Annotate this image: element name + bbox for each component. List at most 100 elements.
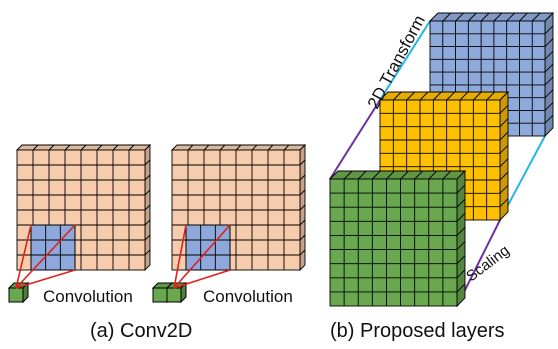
panel-a-left-output-cube-front-face [8,287,24,303]
yellow-grid-block-side-grid-line [499,185,509,194]
green-grid-block-side-grid-line [456,283,466,293]
yellow-grid-block-top-face [378,91,510,101]
green-grid-block-side-grid-line [456,198,466,208]
yellow-grid-block-side-grid-line [499,145,509,154]
scaling-connector-line [329,99,381,180]
blue-grid-block-side-grid-line [544,38,554,47]
green-grid-block-top-grid-line [386,170,395,180]
green-grid-block-top-grid-line [343,170,353,180]
yellow-grid-block-top-grid-line [419,91,429,101]
panel-a-right-input-cube-front-face [152,287,168,303]
yellow-grid-block-side-grid-line [499,198,509,207]
blue-grid-block-top-grid-line [480,12,490,22]
panel-a-left-feature-grid-side-grid-line [144,204,151,211]
panel-a-left-feature-grid-top-grid-line [112,144,119,151]
panel-a-left-feature-grid-side-grid-line [144,249,151,256]
panel-a-right-feature-grid-side-grid-line [299,204,306,211]
green-grid-block-side-grid-line [456,184,466,194]
yellow-grid-block-top-grid-line [446,91,455,101]
yellow-grid-block-top-grid-line [393,91,402,101]
panel-a-right-feature-grid-side-grid-line [299,159,306,166]
yellow-grid-block-top-grid-line [406,91,415,101]
green-grid-block-side-grid-line [456,227,466,236]
panel-a-left-feature-grid-top-grid-line [32,144,39,151]
yellow-grid-block-top-grid-line [473,91,482,101]
panel-a-right-feature-grid-side-grid-line [299,249,306,256]
green-grid-block [328,169,467,308]
yellow-grid-block [378,90,510,222]
panel-a-left-feature-grid-side-grid-line [144,219,151,226]
panel-a-left-feature-grid-side-grid-line [144,174,151,181]
panel-a-right-feature-grid-side-grid-line [299,189,306,196]
blue-grid-block-top-grid-line [506,12,515,22]
green-grid-block-top-grid-line [414,170,423,180]
green-grid-block-side-grid-line [456,269,466,279]
blue-grid-block-side-grid-line [544,51,554,60]
panel-a-left-feature-grid-top-grid-line [80,144,87,151]
blue-grid-block-top-grid-line [531,12,541,22]
panel-a-left-red-line [15,224,32,289]
blue-grid-block-side-grid-line [544,114,554,124]
green-grid-block-top-grid-line [428,170,438,180]
panel-a-right-feature-grid-top-grid-line [187,144,194,151]
panel-a-right-feature-grid-top-grid-line [251,144,258,151]
grid-blocks [7,11,555,308]
blue-grid-block-top-grid-line [519,12,528,22]
yellow-grid-block-top-grid-line [433,91,442,101]
yellow-grid-block-side-grid-line [499,158,509,167]
panel-a-right-feature-grid-top-grid-line [267,144,274,151]
panel-b-caption: (b) Proposed layers [330,320,505,342]
panel-a-left-feature-grid-top-grid-line [96,144,103,151]
yellow-grid-block-side-grid-line [499,118,509,127]
scaling-label: Scaling [463,242,513,285]
blue-grid-block-top-grid-line [455,12,464,22]
blue-grid-block-side-grid-line [544,63,554,73]
yellow-grid-block-side-grid-line [499,105,509,114]
panel-a-right-red-line [173,269,231,289]
panel-a-caption: (a) Conv2D [90,320,192,342]
panel-a-right-feature-grid-top-grid-line [235,144,242,151]
green-grid-block-top-grid-line [372,170,381,180]
blue-grid-block-side-grid-line [544,76,554,86]
panel-a-right-red-line [173,224,231,289]
yellow-grid-block-top-grid-line [486,91,495,101]
panel-a-right-output-cube-front-face [166,287,182,303]
blue-grid-block-top-grid-line [468,12,477,22]
green-grid-block-side-grid-line [456,213,466,222]
panel-a-right-red-line [173,224,187,289]
blue-grid-block-side-grid-line [544,25,554,35]
panel-a-right-feature-grid-top-grid-line [219,144,226,151]
panel-a-right-feature-grid-side-grid-line [299,219,306,226]
panel-a-left-feature-grid-top-grid-line [64,144,71,151]
panel-a-left-feature-grid-side-grid-line [144,189,151,196]
panel-a-right-feature-grid-top-grid-line [203,144,210,151]
blue-grid-block-side-grid-line [544,102,554,111]
green-grid-block-side-grid-line [456,241,466,250]
green-grid-block-top-face [328,170,467,180]
green-grid-block-side-grid-line [456,255,466,264]
blue-grid-block-side-face [544,11,554,138]
panel-a-right-feature-grid-side-grid-line [299,234,306,241]
transform-connector-line [379,20,431,101]
green-grid-block-top-grid-line [442,170,452,180]
panel-a-right-convolution-label: Convolution [203,287,293,306]
blue-grid-block-top-face [428,12,555,22]
panel-a-left-convolution-label: Convolution [43,287,133,306]
yellow-grid-block-side-grid-line [499,131,509,141]
panel-a-left-feature-grid-side-grid-line [144,234,151,241]
panel-a-left-feature-grid-side-grid-line [144,159,151,166]
panel-a-right-feature-grid-top-grid-line [283,144,290,151]
blue-grid-block-top-grid-line [442,12,452,22]
panel-a-left-feature-grid-top-grid-line [128,144,135,151]
yellow-grid-block-side-grid-line [499,171,509,181]
blue-grid-block-side-grid-line [544,89,554,98]
panel-a-left-red-line [15,269,76,289]
green-grid-block-top-grid-line [357,170,367,180]
green-grid-block-side-face [456,169,466,308]
yellow-grid-block-side-face [499,90,509,222]
panel-a-left-red-line [15,224,76,289]
panel-a-left-feature-grid-top-grid-line [48,144,55,151]
green-grid-block-top-grid-line [400,170,409,180]
overlay-lines [15,224,231,289]
